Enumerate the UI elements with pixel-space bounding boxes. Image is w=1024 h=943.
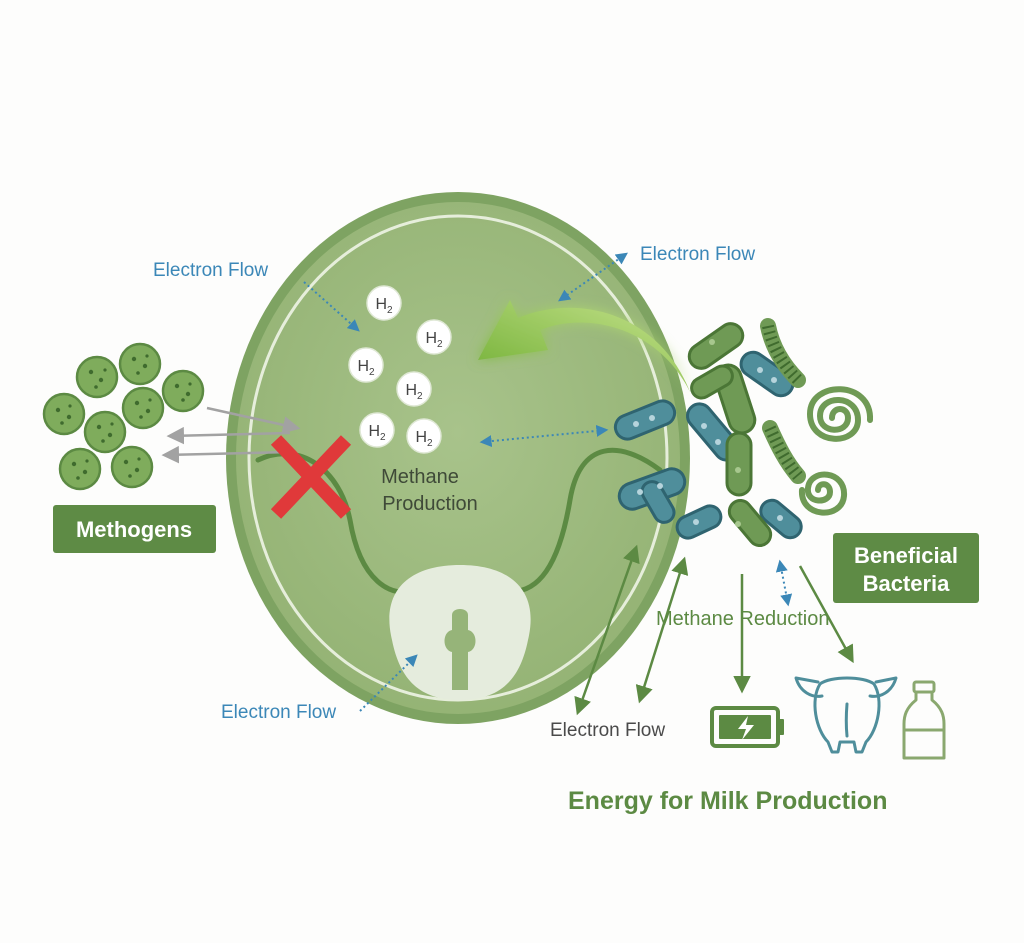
electron-flow-label: Electron Flow	[550, 720, 665, 741]
beneficial-bacteria-badge: Beneficial Bacteria	[833, 533, 979, 603]
svg-text:H2: H2	[405, 382, 423, 402]
beneficial-badge-line1: Beneficial	[854, 543, 958, 568]
red-x-icon	[270, 435, 352, 519]
beneficial-bacteria-cluster	[613, 318, 874, 547]
methane-reduction-label: Methane Reduction	[656, 608, 829, 630]
striped-bacterium	[762, 420, 806, 484]
methane-production-label-line1: Methane	[381, 466, 459, 488]
svg-text:H2: H2	[357, 358, 375, 378]
spiral-bacterium	[806, 386, 874, 442]
h2-molecule: H2	[348, 347, 384, 383]
h2-molecule: H2	[406, 418, 442, 454]
beneficial-badge-line2: Bacteria	[863, 571, 951, 596]
methogens-badge: Methogens	[53, 505, 216, 553]
h2-molecule: H2	[416, 319, 452, 355]
methogens-cluster	[42, 342, 205, 491]
hydrogen-molecules: H2 H2 H2 H2 H2 H2	[348, 285, 452, 454]
electron-flow-label: Electron Flow	[640, 244, 755, 265]
transfer-arrow	[478, 300, 690, 392]
h2-molecule: H2	[396, 371, 432, 407]
electron-flow-arrows	[303, 252, 793, 712]
striped-bacterium	[760, 318, 806, 388]
h2-molecule: H2	[359, 412, 395, 448]
milk-bottle-icon	[902, 680, 946, 760]
methogen-flow-arrows	[161, 406, 301, 464]
svg-text:H2: H2	[425, 330, 443, 350]
methane-production-label-line2: Production	[382, 493, 478, 515]
h2-molecule: H2	[366, 285, 402, 321]
cow-udder-icon	[794, 676, 898, 754]
svg-text:H2: H2	[375, 296, 393, 316]
methogens-badge-label: Methogens	[76, 517, 192, 542]
electron-flow-label: Electron Flow	[221, 702, 336, 723]
energy-for-milk-title: Energy for Milk Production	[568, 787, 887, 815]
battery-charging-icon	[710, 706, 784, 748]
methane-reduction-arrows	[574, 544, 854, 716]
spiral-bacterium	[799, 471, 847, 516]
svg-text:H2: H2	[415, 429, 433, 449]
svg-text:H2: H2	[368, 423, 386, 443]
electron-flow-label: Electron Flow	[153, 260, 268, 281]
